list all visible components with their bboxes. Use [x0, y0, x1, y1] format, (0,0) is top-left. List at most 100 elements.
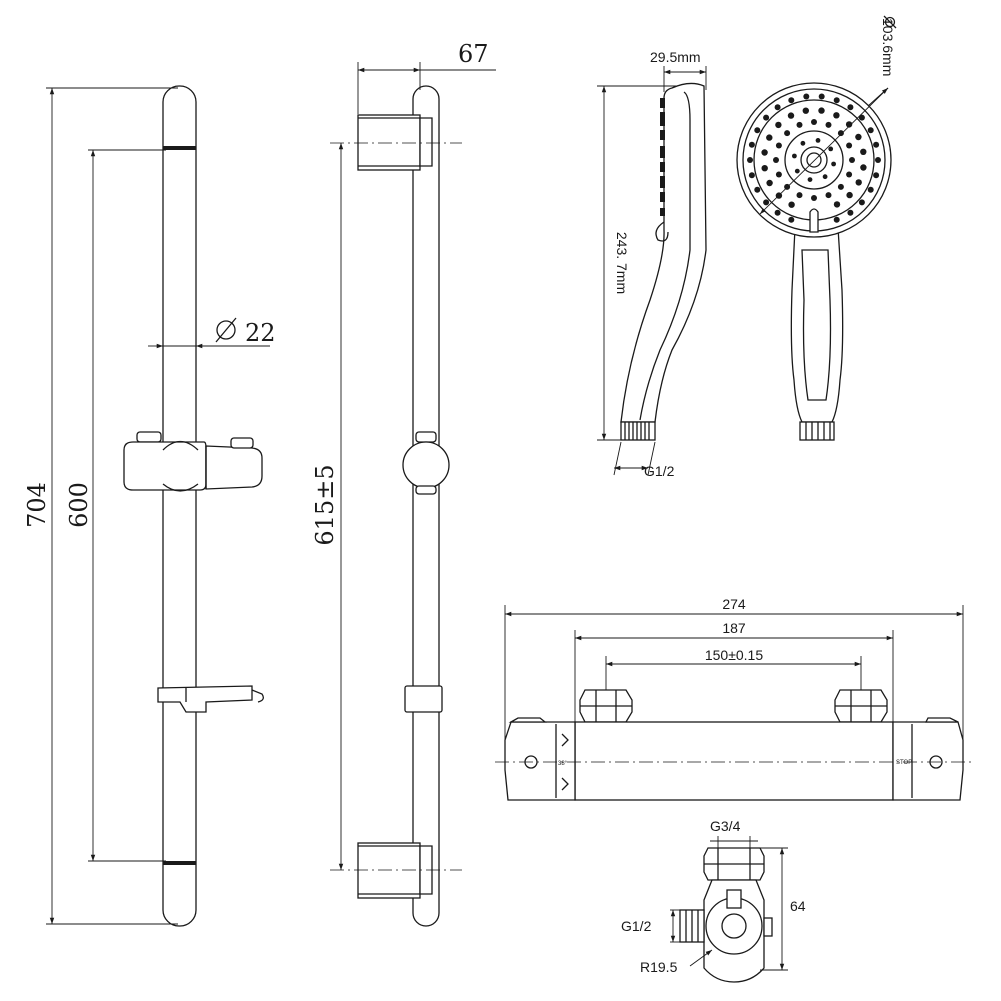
nozzle-hole	[773, 157, 779, 163]
nozzle-hole	[794, 168, 800, 174]
nozzle-hole	[747, 157, 753, 163]
nozzle-hole	[849, 157, 855, 163]
nozzle-hole	[807, 177, 813, 183]
side-boss	[763, 917, 773, 937]
dim-r19-5: R19.5	[640, 949, 713, 975]
radius-label: R19.5	[640, 959, 678, 975]
nozzle-hole	[775, 142, 782, 149]
dim-615: 615±5	[311, 143, 344, 870]
outlet-thread-label: G1/2	[621, 918, 652, 934]
dim-600: 600	[65, 149, 166, 862]
valve-body	[574, 721, 894, 801]
nozzle-hole	[784, 130, 791, 137]
center-ring	[784, 130, 844, 190]
nozzle-hole	[831, 161, 836, 167]
shower-thread-callout: G1/2	[613, 441, 675, 479]
nozzle-hole	[837, 183, 844, 190]
nozzle-hole	[858, 199, 865, 206]
nozzle-hole	[815, 138, 821, 143]
nozzle-hole	[754, 127, 761, 134]
dim-600-label: 600	[65, 482, 93, 528]
nozzle-hole	[846, 171, 853, 178]
temp-mark-label: 38°	[558, 761, 568, 767]
nozzle-hole	[811, 195, 817, 201]
nozzle-hole	[761, 165, 768, 172]
nozzle-hole	[828, 146, 834, 152]
inlet-thread-label: G3/4	[710, 818, 741, 834]
side-outlet-stub	[679, 909, 705, 943]
side-nozzles	[660, 98, 665, 216]
nozzle-hole	[833, 201, 841, 208]
nozzle-hole	[855, 133, 862, 141]
hand-shower-side-view: 29.5mm 243. 7mm G1/2	[597, 49, 707, 479]
nozzle-hole	[788, 201, 795, 208]
nozzle-hole	[788, 97, 795, 104]
dim-g3-4: G3/4	[710, 818, 758, 848]
selector-loop	[655, 221, 669, 242]
dim-67: 67	[357, 40, 496, 114]
nozzle-hole	[818, 107, 825, 114]
hand-shower-front-view: 103.6mm	[736, 15, 897, 441]
rail-front-view: 704 600 22	[23, 85, 276, 927]
slider-holder	[123, 431, 263, 492]
nozzle-hole	[873, 172, 880, 179]
nozzle-hole	[873, 141, 880, 148]
nozzle-hole	[774, 209, 781, 216]
dim-274: 274	[504, 596, 964, 740]
spray-selector	[809, 208, 819, 233]
nozzle-hole	[792, 153, 797, 159]
nozzle-hole	[847, 104, 854, 111]
dim-704: 704	[23, 87, 178, 925]
nozzle-hole	[833, 216, 840, 223]
nozzle-hole	[811, 119, 817, 125]
nozzle-hole	[847, 209, 854, 216]
bottom-wall-bracket	[357, 842, 433, 899]
nozzle-hole	[763, 199, 770, 206]
nozzle-hole	[855, 179, 862, 186]
dim-29-5: 29.5mm	[650, 49, 707, 92]
nozzle-hole	[787, 112, 795, 119]
nozzle-hole	[822, 174, 828, 180]
dim-615-label: 615±5	[311, 464, 339, 545]
dim-103-6-label: 103.6mm	[880, 18, 896, 76]
nozzle-hole	[800, 140, 806, 146]
nozzle-hole	[775, 121, 782, 129]
chevron-down-icon	[561, 777, 569, 791]
dim-67-label: 67	[458, 40, 489, 68]
nozzle-hole	[825, 192, 832, 199]
nozzle-hole	[858, 114, 865, 121]
rail-side-bar	[412, 85, 440, 927]
nozzle-hole	[754, 186, 761, 193]
nozzle-hole	[796, 121, 803, 128]
nozzle-hole	[845, 121, 853, 128]
nozzle-hole	[775, 171, 782, 178]
dim-103-6: 103.6mm	[759, 15, 897, 215]
dim-g1-2-side: G1/2	[621, 909, 682, 943]
nozzle-hole	[818, 93, 825, 100]
dim-150: 150±0.15	[605, 647, 862, 690]
nozzle-hole	[867, 186, 874, 193]
rail-top-band	[163, 146, 196, 150]
dim-187-label: 187	[722, 620, 746, 636]
nozzle-hole	[846, 191, 853, 199]
shower-thread-label: G1/2	[644, 463, 675, 479]
nozzle-hole	[803, 93, 810, 100]
nozzle-hole	[846, 142, 853, 149]
nozzle-hole	[774, 104, 781, 111]
dim-22-label: 22	[245, 319, 276, 347]
soap-dish	[157, 685, 264, 713]
nozzle-hole	[788, 216, 795, 223]
side-inlet-nut	[703, 847, 765, 881]
temperature-handle: 38°	[504, 717, 576, 801]
nozzle-hole	[833, 112, 840, 119]
inlet-nut-left	[579, 689, 633, 723]
side-soap-dish	[404, 685, 443, 713]
dim-704-label: 704	[23, 482, 51, 528]
nozzle-hole	[837, 130, 844, 137]
flow-handle: STOP	[892, 717, 964, 801]
dim-29-5-label: 29.5mm	[650, 49, 701, 65]
rail-side-view: 67 615±5	[311, 40, 496, 927]
nozzle-hole	[875, 157, 881, 163]
dim-243-7: 243. 7mm	[597, 85, 676, 441]
